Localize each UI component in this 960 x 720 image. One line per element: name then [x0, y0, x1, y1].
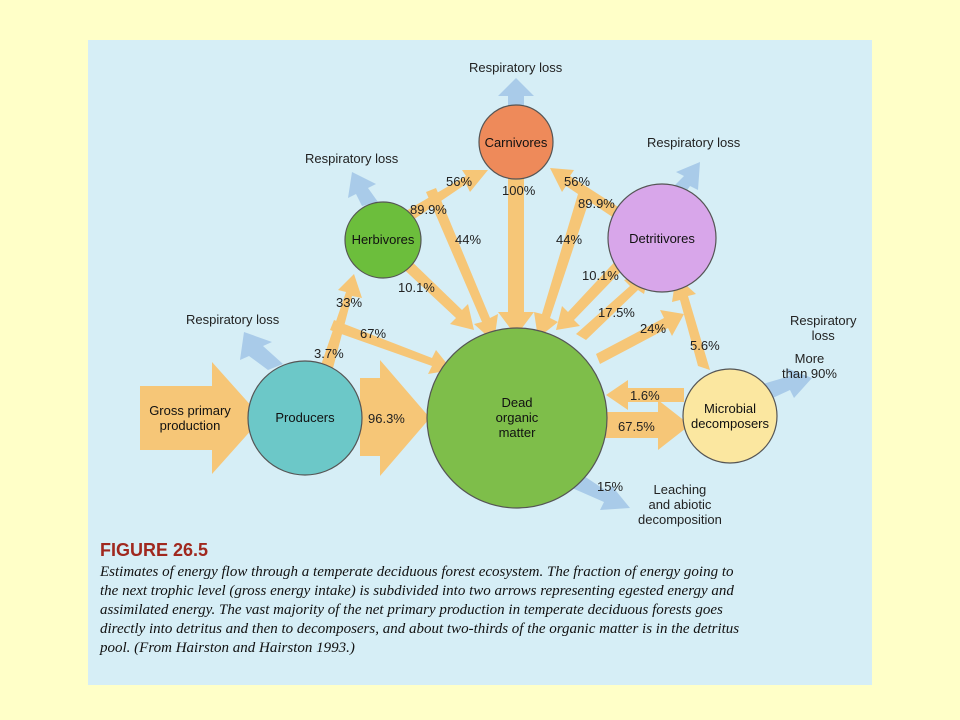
herbivores-label: Herbivores [351, 232, 415, 247]
respiratory-loss-carnivores-label: Respiratory loss [469, 60, 563, 75]
leaching-arrow [572, 472, 630, 510]
flow-herbivores-carnivores: 56% [446, 174, 473, 189]
carnivores-node [478, 104, 554, 180]
dead-organic-matter-node [426, 327, 608, 509]
detritivores-to-dead-44-arrow [534, 194, 590, 338]
flow-dead-detritivores-24: 24% [640, 321, 667, 336]
flow-producers-respiratory: 3.7% [314, 346, 344, 361]
flow-herbivores-dead: 10.1% [398, 280, 435, 295]
microbial-to-detritivores-arrow [672, 276, 710, 370]
detritivores-label: Detritivores [629, 231, 695, 246]
more-than-90-label: More than 90% [782, 351, 837, 381]
herbivores-to-dead-arrow [396, 254, 474, 330]
microbial-to-dead-arrow [606, 380, 684, 410]
producers-label: Producers [275, 410, 335, 425]
herbivores-respiratory-arrow [348, 172, 378, 206]
figure-caption-text: Estimates of energy flow through a tempe… [100, 564, 740, 656]
carnivores-label: Carnivores [484, 135, 548, 150]
producers-respiratory-arrow [240, 332, 283, 370]
detritivores-to-carnivores-arrow [550, 168, 626, 222]
herbivores-node [344, 201, 422, 279]
flow-microbial-detritivores: 5.6% [690, 338, 720, 353]
flow-microbial-dead: 1.6% [630, 388, 660, 403]
dead-to-detritivores-arrow [576, 270, 650, 340]
flow-detritivores-dead: 10.1% [582, 268, 619, 283]
microbial-decomposers-label: Microbial decomposers [690, 401, 770, 431]
flow-producers-herbivores: 33% [336, 295, 363, 310]
producers-to-dead-upper-arrow [330, 320, 452, 374]
leaching-label: Leaching and abiotic decomposition [638, 482, 722, 527]
carnivores-respiratory-arrow [498, 78, 534, 108]
flow-detritivores-assimilated: 89.9% [578, 196, 615, 211]
flow-carnivores-dead: 100% [502, 183, 536, 198]
dead-to-detritivores-24-arrow [596, 310, 684, 364]
flow-detritivores-carnivores: 56% [564, 174, 591, 189]
respiratory-loss-detritivores-label: Respiratory loss [647, 135, 741, 150]
producers-node [247, 360, 363, 476]
flow-dead-microbial: 67.5% [618, 419, 655, 434]
gross-production-arrow [140, 362, 262, 474]
flow-producers-dead-upper: 67% [360, 326, 387, 341]
respiratory-loss-microbial-label: Respiratory loss [790, 313, 857, 343]
dead-to-microbial-arrow [604, 400, 690, 450]
dead-organic-matter-label: Dead organic matter [495, 395, 539, 440]
flow-detritivores-dead-44: 44% [556, 232, 583, 247]
microbial-decomposers-node [682, 368, 778, 464]
flow-producers-dead: 96.3% [368, 411, 405, 426]
flow-herbivores-dead-44: 44% [455, 232, 482, 247]
figure-caption: FIGURE 26.5 Estimates of energy flow thr… [100, 540, 740, 658]
energy-arrows [140, 168, 710, 476]
gross-primary-production-label: Gross primary production [149, 403, 231, 433]
flow-dead-leaching: 15% [597, 479, 624, 494]
nodes [247, 104, 778, 509]
herbivores-to-dead-44-arrow [426, 188, 498, 342]
figure-label: FIGURE 26.5 [100, 540, 209, 560]
detritivores-node [607, 183, 717, 293]
respiratory-loss-herbivores-label: Respiratory loss [305, 151, 399, 166]
herbivores-to-carnivores-arrow [404, 170, 488, 222]
detritivores-to-dead-arrow [556, 254, 630, 330]
flow-herbivores-assimilated: 89.9% [410, 202, 447, 217]
carnivores-to-dead-arrow [498, 176, 534, 336]
flow-dead-detritivores: 17.5% [598, 305, 635, 320]
producers-to-dead-arrow [360, 360, 430, 476]
respiratory-loss-producers-label: Respiratory loss [186, 312, 280, 327]
